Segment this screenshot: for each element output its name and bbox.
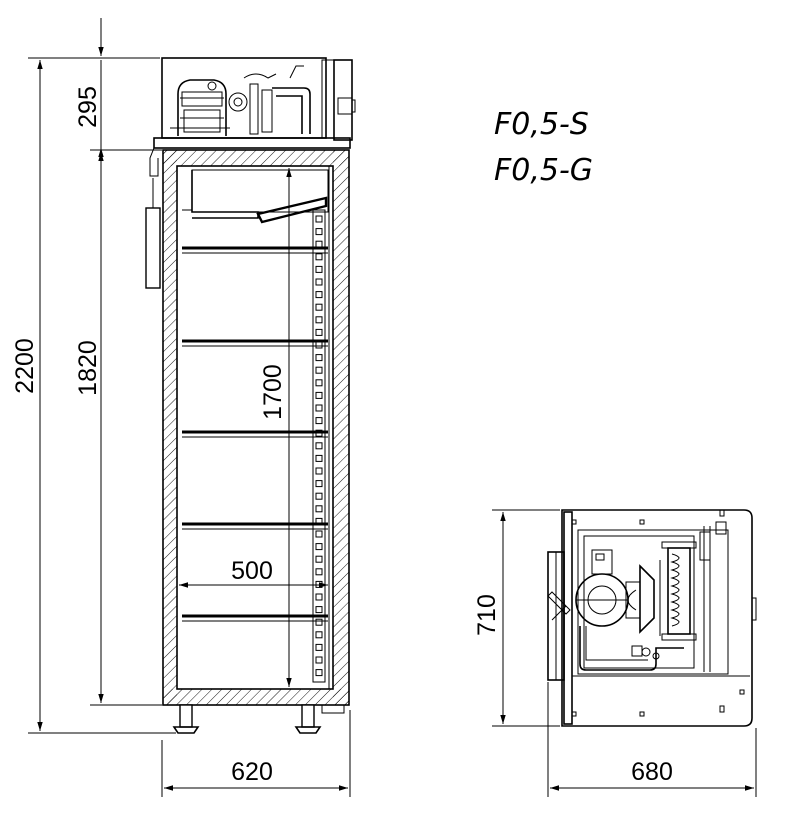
condenser-coil (661, 541, 697, 641)
dim-unit-height: 295 (74, 18, 162, 157)
dim-label-2200: 2200 (11, 338, 39, 394)
dim-cabinet-height: 1820 (74, 152, 162, 706)
dim-total-height: 2200 (11, 57, 176, 734)
model-name-g: F0,5-G (494, 153, 593, 188)
model-names: F0,5-S F0,5-G (494, 107, 593, 188)
door-hinge-side (547, 551, 571, 681)
door-handle (145, 178, 161, 289)
dim-overall-width: 620 (161, 710, 351, 797)
refrigeration-unit (161, 57, 356, 141)
fan-icon (625, 560, 661, 636)
dim-label-295: 295 (74, 86, 102, 128)
dim-label-680: 680 (631, 758, 673, 786)
refrigerant-pipes (579, 626, 684, 671)
dim-label-1820: 1820 (74, 340, 102, 396)
dim-depth: 710 (473, 509, 560, 727)
compressor-icon (177, 79, 227, 136)
screws (571, 509, 745, 717)
front-view: 2200 295 1820 1700 500 (11, 18, 356, 797)
shelves (182, 246, 328, 622)
dim-label-1700: 1700 (259, 364, 287, 420)
dim-label-620: 620 (231, 758, 273, 786)
dim-interior-width: 500 (179, 557, 328, 588)
shelf-rail (312, 209, 326, 683)
cabinet-body (162, 149, 350, 706)
model-name-s: F0,5-S (494, 107, 589, 142)
dim-interior-height: 1700 (259, 168, 292, 687)
dim-label-710: 710 (473, 594, 501, 636)
condenser-coil (243, 65, 311, 134)
feet (172, 704, 345, 734)
dim-label-500: 500 (231, 557, 273, 585)
evaporator (182, 169, 329, 224)
machine-compartment (577, 521, 729, 675)
top-view: 710 680 (473, 509, 757, 797)
dim-width: 680 (547, 682, 757, 797)
